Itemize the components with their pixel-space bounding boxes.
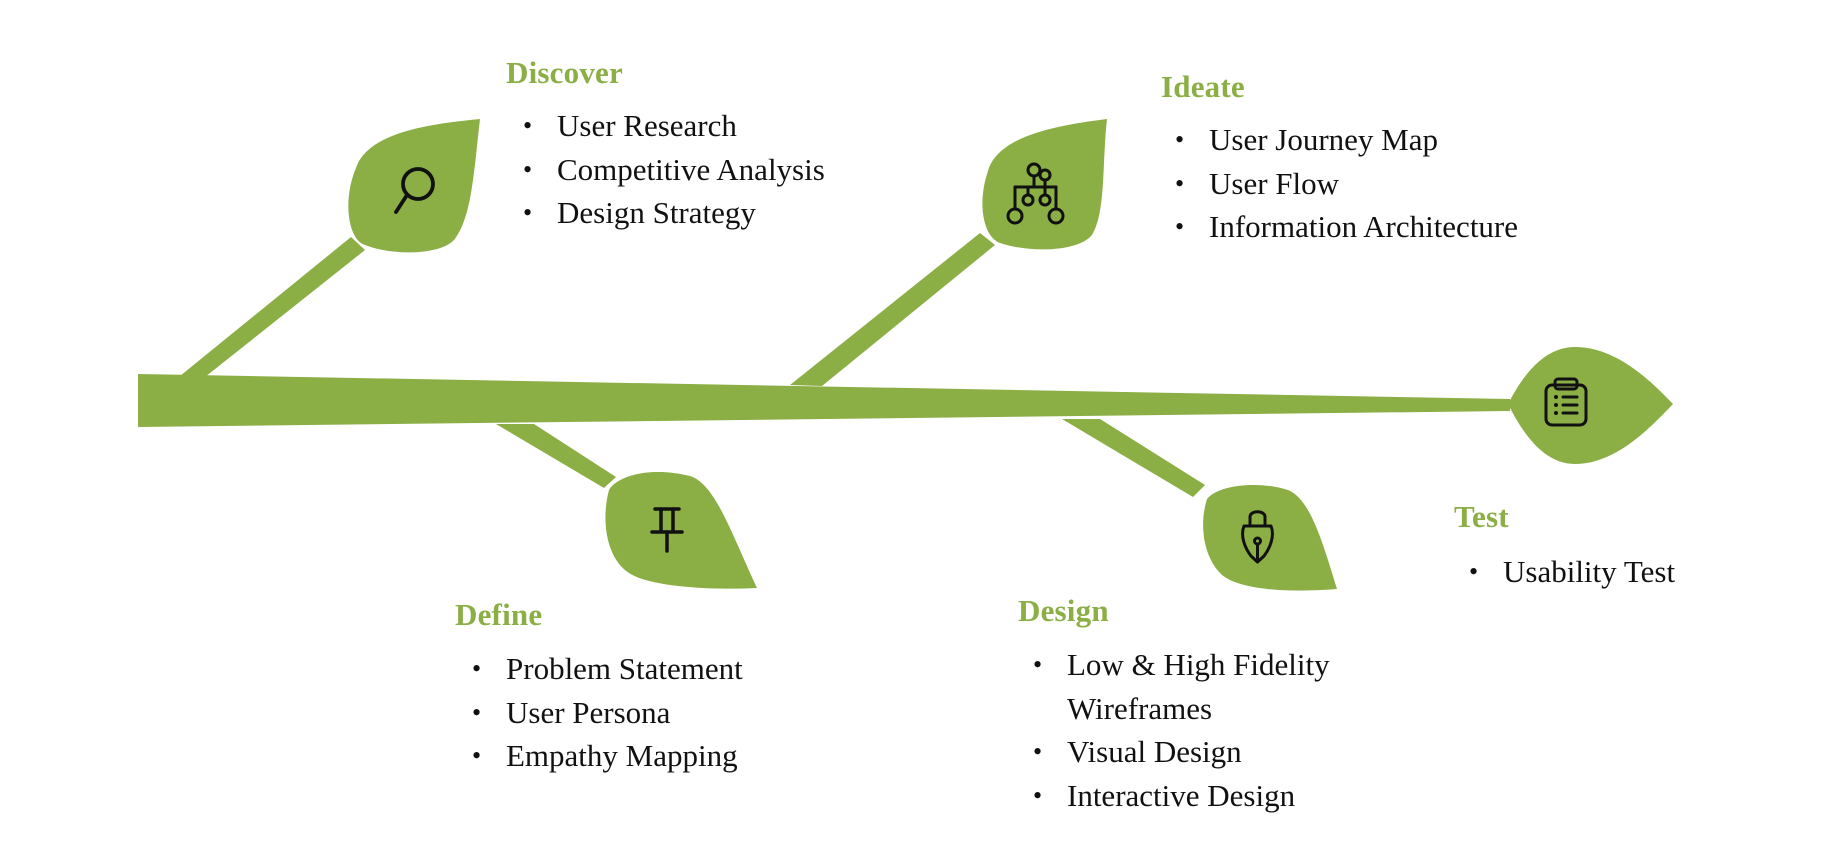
stage-item-list: • Problem Statement • User Persona • Empathy … (472, 647, 743, 778)
stage-item-list: • User Research • Competitive Analysis • Desi… (523, 104, 825, 235)
stage-title: Define (455, 597, 543, 632)
branch-define (496, 424, 616, 488)
branch-ideate (790, 233, 995, 386)
bullet-icon: • (1033, 737, 1043, 766)
bullet-icon: • (1033, 650, 1043, 679)
list-item: • Usability Test (1469, 550, 1675, 594)
list-item-text: User Flow (1209, 165, 1340, 201)
leaf-discover (348, 119, 480, 253)
fishbone-spine (138, 374, 1510, 427)
stage-title: Test (1454, 499, 1509, 534)
magnifier-icon (394, 167, 435, 214)
bullet-icon: • (523, 154, 533, 184)
list-item: • Visual Design (1033, 730, 1330, 774)
stage-title: Design (1018, 593, 1109, 628)
list-item: • Empathy Mapping (472, 734, 743, 778)
list-item-text: User Journey Map (1209, 122, 1439, 157)
bullet-icon: • (1469, 557, 1479, 586)
list-item-text: Competitive Analysis (557, 151, 825, 187)
stage-test: Test • Usability Test (1454, 497, 1675, 594)
list-item: • User Research (523, 104, 825, 148)
stage-title: Ideate (1161, 69, 1245, 104)
list-item-text: Interactive Design (1067, 777, 1296, 813)
list-item-text: Empathy Mapping (506, 738, 738, 773)
list-item-text: Low & High Fidelity Wireframes (1067, 647, 1330, 726)
list-item: • Interactive Design (1033, 774, 1330, 818)
list-item: • Competitive Analysis (523, 148, 825, 192)
leaf-test (1508, 347, 1673, 464)
branch-discover (180, 237, 365, 377)
pushpin-icon (650, 507, 684, 553)
list-item: • User Persona (472, 691, 743, 735)
bullet-icon: • (472, 697, 482, 727)
list-item-text: Information Architecture (1209, 209, 1519, 244)
list-item: • User Flow (1175, 162, 1518, 206)
stage-item-list: • User Journey Map • User Flow • Information … (1175, 118, 1518, 249)
bullet-icon: • (472, 741, 482, 770)
bullet-icon: • (1175, 212, 1185, 241)
bullet-icon: • (1033, 780, 1043, 810)
bullet-icon: • (1175, 125, 1185, 154)
list-item-text: Usability Test (1503, 554, 1676, 589)
branch-design (1062, 419, 1205, 497)
list-item-text: User Persona (506, 694, 671, 730)
bullet-icon: • (523, 198, 533, 227)
clipboard-icon (1544, 377, 1588, 427)
list-item: • Low & High Fidelity Wireframes (1033, 643, 1330, 730)
bullet-icon: • (1175, 168, 1185, 198)
pen-nib-icon (1241, 510, 1274, 564)
list-item: • User Journey Map (1175, 118, 1518, 162)
bullet-icon: • (523, 111, 533, 140)
bullet-icon: • (472, 654, 482, 683)
stage-ideate: Ideate • User Journey Map • User Flow • Infor… (1161, 67, 1518, 249)
list-item: • Problem Statement (472, 647, 743, 691)
leaf-design (1203, 484, 1337, 591)
list-item-text: Visual Design (1067, 734, 1242, 769)
stage-design: Design • Low & High Fidelity Wireframes • V… (1018, 591, 1330, 817)
stage-discover: Discover • User Research • Competitive Anal… (506, 53, 825, 235)
list-item-text: Design Strategy (557, 195, 756, 230)
stage-item-list: • Low & High Fidelity Wireframes • Visual D… (1033, 643, 1330, 817)
stage-define: Define • Problem Statement • User Persona • E… (455, 595, 743, 778)
list-item-text: User Research (557, 108, 737, 143)
list-item: • Design Strategy (523, 191, 825, 235)
stage-item-list: • Usability Test (1469, 550, 1675, 594)
stage-title: Discover (506, 55, 623, 90)
list-item-text: Problem Statement (506, 651, 743, 686)
list-item: • Information Architecture (1175, 205, 1518, 249)
sitemap-icon (1006, 162, 1065, 225)
